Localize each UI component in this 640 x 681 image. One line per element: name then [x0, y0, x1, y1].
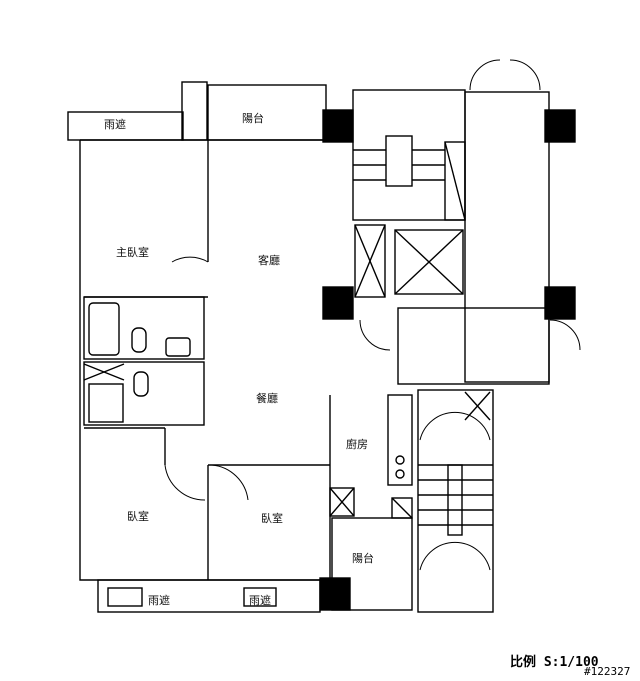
label-dining-room: 餐廳: [256, 392, 278, 405]
bathtub: [88, 302, 120, 356]
outer-wall-west: [79, 140, 330, 581]
stair-core-2: [417, 389, 494, 613]
label-master-bedroom: 主臥室: [116, 246, 149, 259]
column: [322, 286, 354, 320]
label-bedroom-left: 臥室: [127, 510, 149, 523]
toilet-2: [133, 371, 149, 397]
bathroom-2: [83, 361, 205, 426]
column: [544, 109, 576, 143]
elevator: [394, 229, 464, 295]
toilet-1: [131, 327, 147, 353]
label-canopy-bottom-left: 雨遮: [148, 594, 170, 607]
column: [322, 109, 354, 143]
column: [544, 286, 576, 320]
label-canopy-top: 雨遮: [104, 118, 126, 131]
label-living-room: 客廳: [258, 254, 280, 267]
scale-note: 比例 S:1/100: [510, 655, 599, 670]
balcony-top: [207, 84, 327, 141]
bathroom-1: [83, 296, 205, 360]
sink-1: [165, 337, 191, 357]
canopy-bottom: [97, 579, 321, 613]
label-balcony-bottom: 陽台: [352, 552, 374, 565]
corridor-east: [464, 91, 550, 383]
shower: [88, 383, 124, 423]
label-kitchen: 廚房: [346, 438, 368, 451]
reference-number: #122327: [584, 665, 631, 678]
column: [319, 577, 351, 611]
label-balcony-top: 陽台: [242, 112, 264, 125]
kitchen-counter: [387, 394, 413, 486]
label-bedroom-right: 臥室: [261, 512, 283, 525]
balcony-bottom: [331, 517, 413, 611]
canopy-top: [67, 111, 184, 141]
label-canopy-bottom-right: 雨遮: [249, 594, 271, 607]
